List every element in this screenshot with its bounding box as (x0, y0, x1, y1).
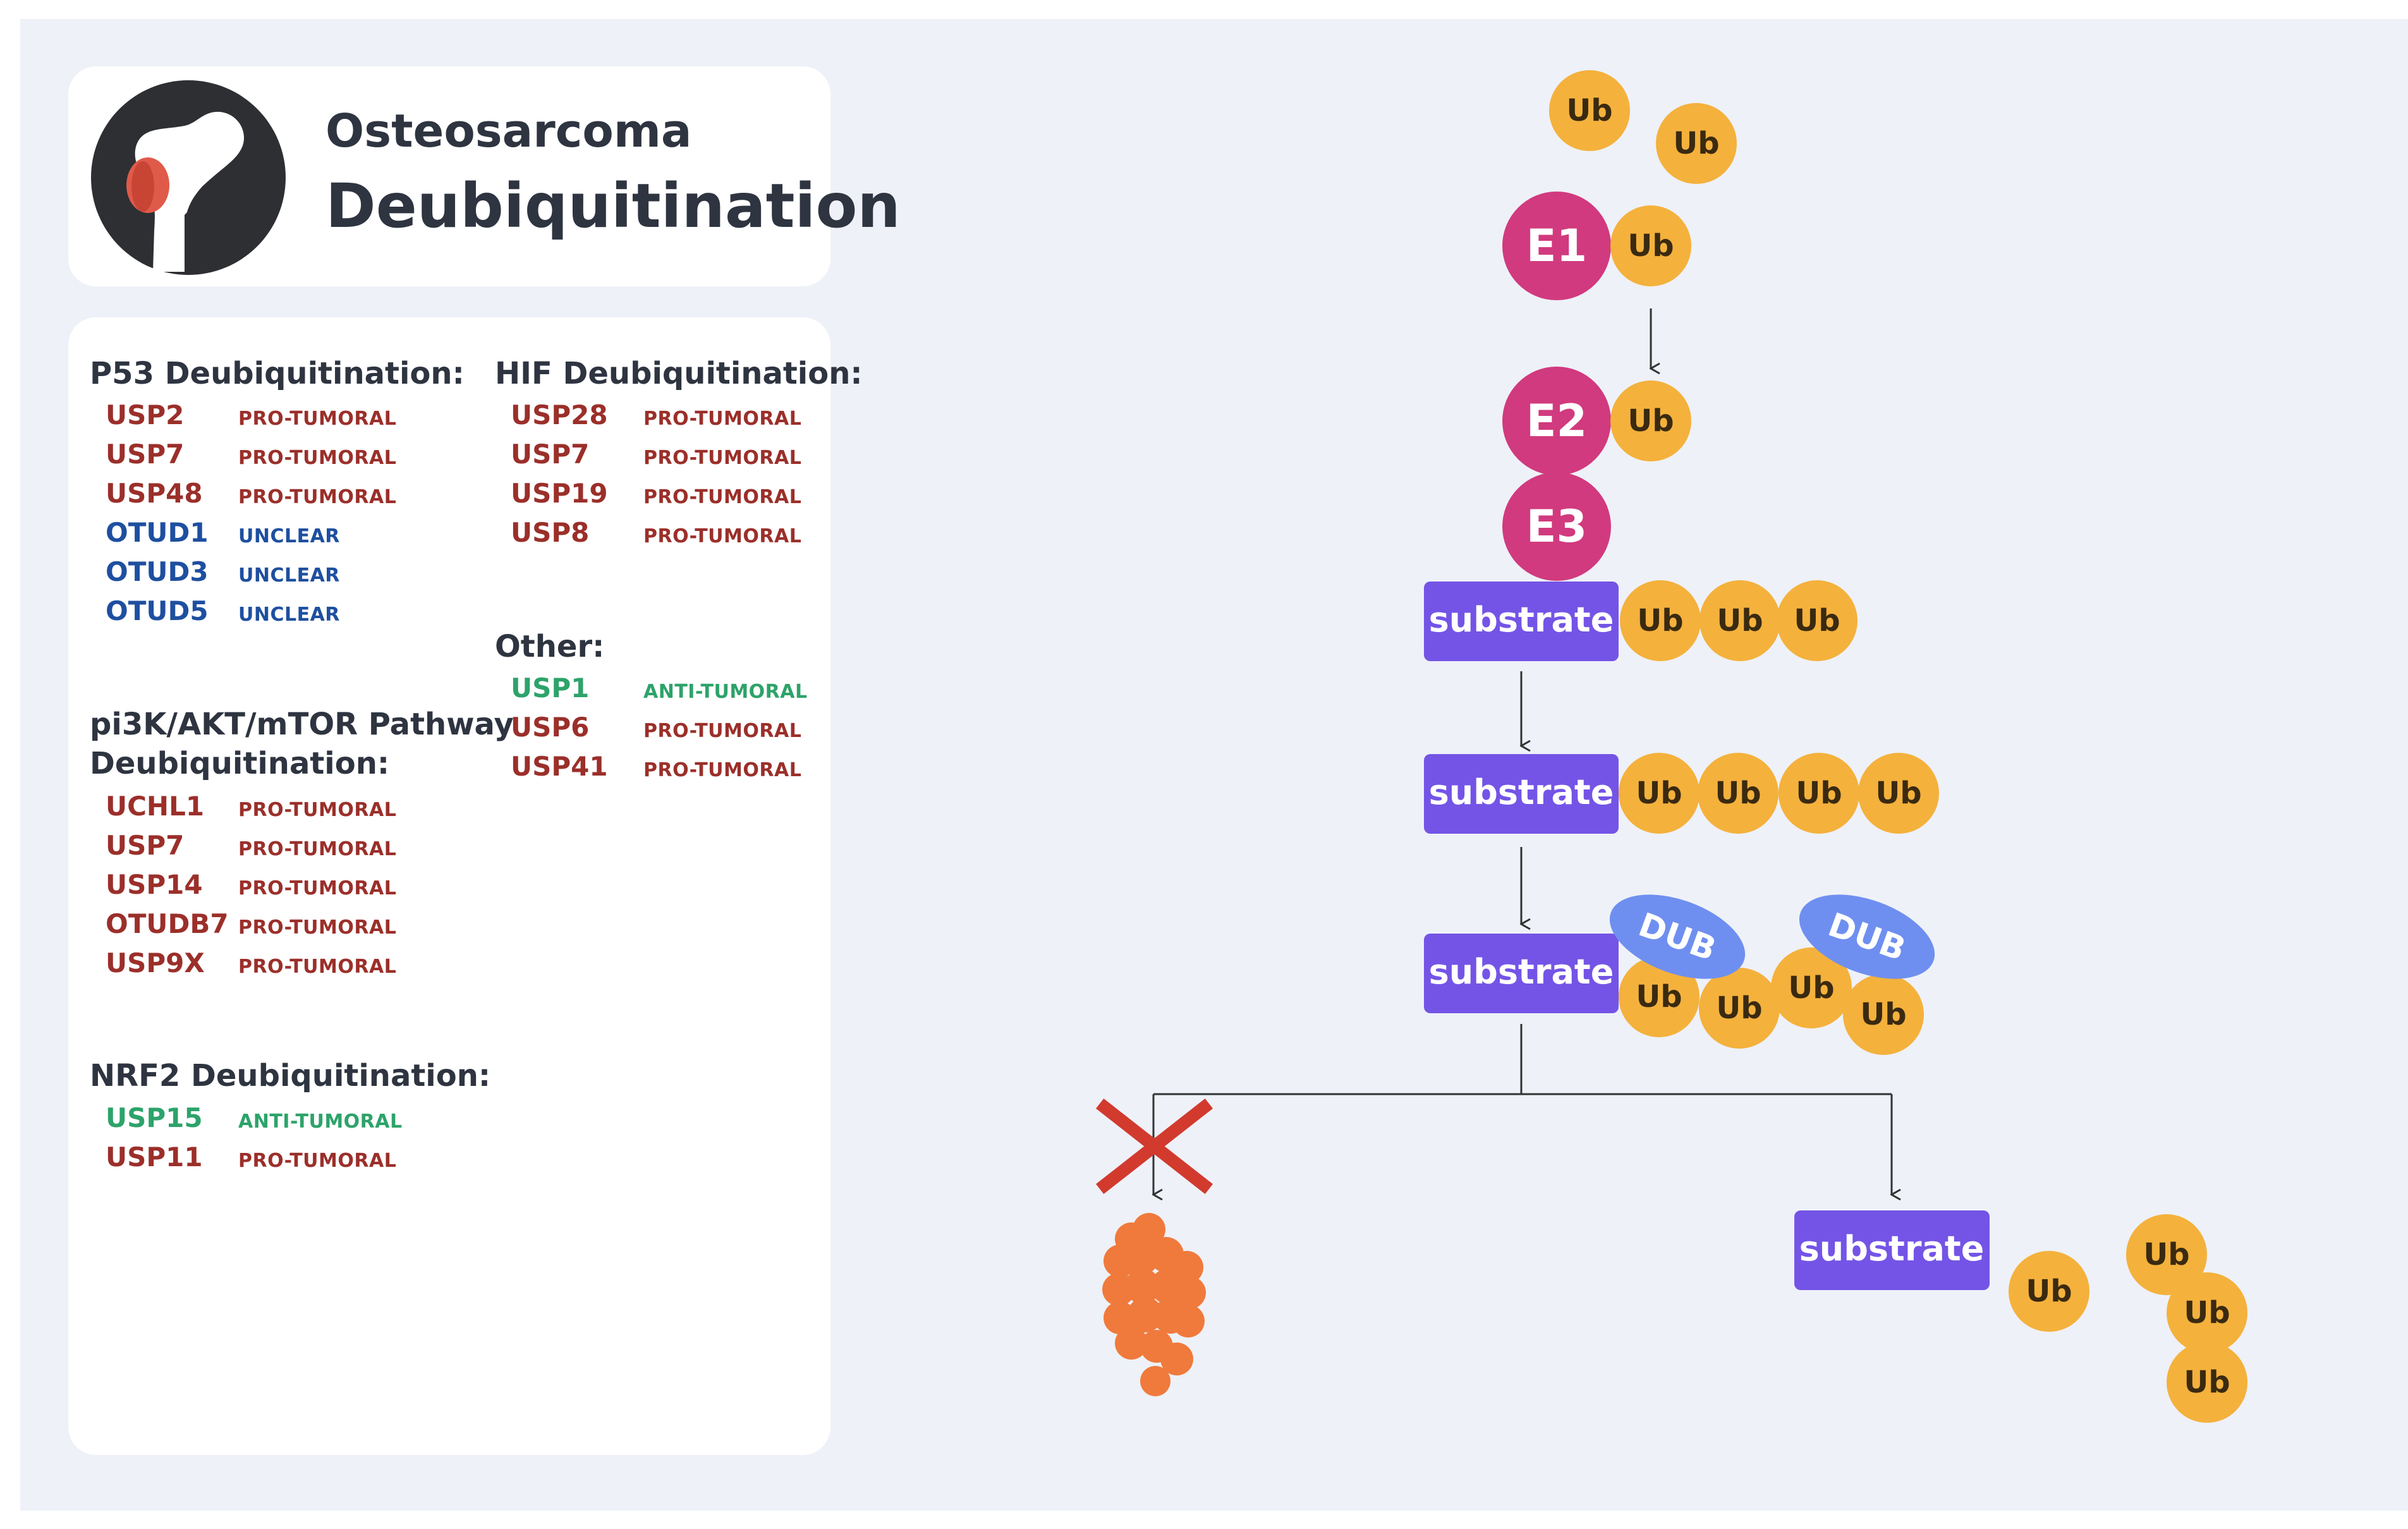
gene-name: USP6 (511, 712, 590, 743)
ub-free-2: Ub (1656, 103, 1737, 184)
section-title-hif: HIF Deubiquitination: (495, 356, 863, 391)
ub-released: Ub Ub Ub Ub (2009, 1214, 2247, 1423)
gene-name: USP14 (106, 869, 203, 900)
gene-name: OTUD3 (106, 556, 209, 587)
gene-name: USP19 (511, 478, 608, 509)
substrate-2: substrate (1424, 754, 1619, 834)
e3-label: E3 (1526, 501, 1588, 552)
e1-enzyme: E1 (1502, 192, 1611, 300)
ub-label: Ub (1796, 776, 1842, 811)
ub-label: Ub (1715, 776, 1761, 811)
substrate-label: substrate (1429, 952, 1614, 992)
section-title-pi3k: pi3K/AKT/mTOR Pathway (90, 707, 514, 742)
ub-label: Ub (1875, 776, 1921, 811)
ub-label: Ub (1788, 970, 1834, 1006)
ub-chain-3: Ub Ub Ub Ub (1619, 947, 1924, 1055)
gene-effect: ANTI-TUMORAL (643, 681, 808, 703)
section-title-nrf2: NRF2 Deubiquitination: (90, 1058, 491, 1093)
e2-enzyme: E2 (1502, 367, 1611, 475)
gene-effect: PRO-TUMORAL (238, 1150, 397, 1172)
substrate-label: substrate (1429, 772, 1614, 812)
gene-effect: PRO-TUMORAL (238, 447, 397, 469)
e1-label: E1 (1526, 220, 1588, 272)
gene-effect: PRO-TUMORAL (643, 408, 802, 430)
gene-name: USP7 (106, 830, 185, 861)
gene-name: OTUD5 (106, 595, 209, 626)
substrate-label: substrate (1799, 1229, 1985, 1269)
ub-label: Ub (1716, 990, 1762, 1026)
ub-label: Ub (1673, 126, 1719, 161)
ub-chain-1: Ub Ub Ub (1620, 580, 1858, 661)
title-osteosarcoma: Osteosarcoma (325, 104, 692, 157)
ub-label: Ub (1636, 979, 1682, 1014)
ub-on-e1: Ub (1610, 205, 1691, 286)
gene-name: USP1 (511, 673, 590, 704)
gene-name: USP7 (511, 439, 590, 470)
substrate-1: substrate (1424, 582, 1619, 661)
ub-label: Ub (2184, 1365, 2230, 1400)
gene-effect: PRO-TUMORAL (643, 447, 802, 469)
gene-name: USP9X (106, 947, 205, 978)
gene-effect: UNCLEAR (238, 525, 340, 547)
dub-enzyme-2: DUB (1799, 894, 1935, 979)
gene-effect: PRO-TUMORAL (643, 525, 802, 547)
e2-label: E2 (1526, 395, 1588, 447)
gene-name: USP2 (106, 399, 185, 430)
gene-name: UCHL1 (106, 791, 205, 822)
branch-connector (1153, 1024, 1892, 1195)
substrate-3: substrate (1424, 934, 1619, 1013)
ub-label: Ub (2026, 1274, 2072, 1309)
ub-label: Ub (1636, 776, 1682, 811)
section-title-other: Other: (495, 629, 605, 664)
title-deubiquitination: Deubiquitination (325, 171, 901, 241)
gene-effect: PRO-TUMORAL (643, 486, 802, 508)
gene-name: OTUD1 (106, 517, 209, 548)
gene-name: USP41 (511, 751, 608, 782)
ub-label: Ub (1860, 997, 1906, 1032)
bone-tumor-icon (91, 80, 286, 275)
substrate-released: substrate (1794, 1210, 1990, 1290)
gene-effect: PRO-TUMORAL (238, 799, 397, 821)
gene-name: USP15 (106, 1102, 203, 1133)
gene-effect: PRO-TUMORAL (643, 720, 802, 742)
gene-name: USP8 (511, 517, 590, 548)
gene-name: USP28 (511, 399, 608, 430)
gene-name: OTUDB7 (106, 908, 229, 939)
gene-effect: PRO-TUMORAL (238, 486, 397, 508)
gene-name: USP48 (106, 478, 203, 509)
gene-effect: PRO-TUMORAL (238, 917, 397, 939)
ub-label: Ub (1627, 228, 1674, 264)
gene-effect: UNCLEAR (238, 604, 340, 626)
ub-chain-2: Ub Ub Ub Ub (1619, 753, 1939, 834)
gene-name: USP11 (106, 1142, 203, 1173)
ub-on-e2: Ub (1610, 381, 1691, 461)
gene-effect: UNCLEAR (238, 564, 340, 587)
blocked-cross-icon (1095, 1098, 1213, 1195)
gene-effect: PRO-TUMORAL (238, 408, 397, 430)
section-title-pi3k-line2: Deubiquitination: (90, 746, 390, 781)
section-title-p53: P53 Deubiquitination: (90, 356, 465, 391)
ub-label: Ub (1637, 603, 1683, 638)
substrate-label: substrate (1429, 600, 1614, 640)
ub-free-1: Ub (1549, 70, 1630, 151)
ub-label: Ub (2143, 1237, 2189, 1272)
gene-list-panel (68, 317, 830, 1455)
gene-effect: PRO-TUMORAL (238, 838, 397, 860)
gene-effect: PRO-TUMORAL (238, 877, 397, 899)
dub-enzyme-1: DUB (1609, 894, 1746, 979)
ub-label: Ub (1627, 403, 1674, 439)
gene-name: USP7 (106, 439, 185, 470)
ub-label: Ub (1794, 603, 1840, 638)
ub-label: Ub (1717, 603, 1763, 638)
gene-effect: PRO-TUMORAL (643, 759, 802, 781)
gene-effect: ANTI-TUMORAL (238, 1111, 403, 1133)
ub-label: Ub (2184, 1295, 2230, 1331)
gene-effect: PRO-TUMORAL (238, 956, 397, 978)
e3-enzyme: E3 (1502, 472, 1611, 581)
ub-label: Ub (1566, 93, 1612, 128)
degraded-protein-icon (1102, 1213, 1206, 1396)
